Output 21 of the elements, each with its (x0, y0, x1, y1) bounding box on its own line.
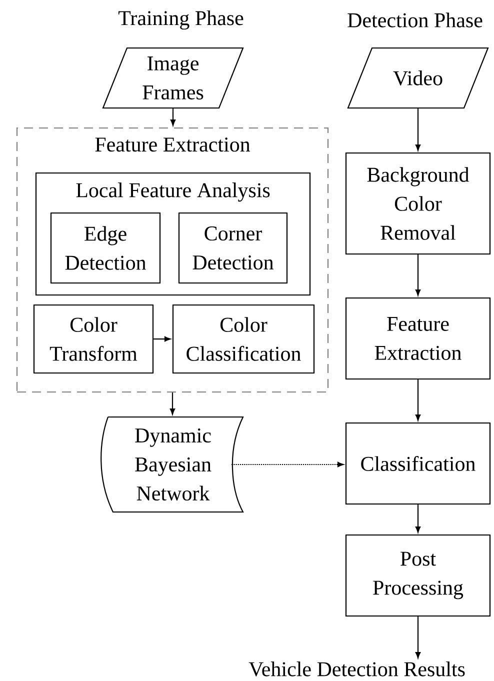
arrow (415, 380, 421, 421)
process-box: Background Color Removal (345, 152, 491, 255)
process-box: Color Classification (172, 304, 315, 374)
arrow (415, 504, 421, 533)
output-text: Vehicle Detection Results (248, 662, 465, 676)
arrow (415, 254, 421, 296)
arrow (170, 392, 176, 415)
process-box: Color Transform (33, 304, 154, 374)
input-parallelogram: Video (347, 47, 489, 109)
arrow (232, 462, 344, 468)
input-parallelogram: Image Frames (102, 47, 244, 109)
arrow (415, 108, 421, 151)
process-box: Feature Extraction (345, 297, 491, 380)
process-box: Corner Detection (178, 212, 288, 284)
arrow (170, 108, 176, 126)
arrow (154, 336, 171, 342)
process-box: Edge Detection (50, 212, 161, 284)
process-box: Classification (345, 422, 491, 505)
process-box: Post Processing (345, 534, 491, 617)
phase-heading: Detection Phase (348, 12, 482, 28)
arrow (415, 616, 421, 658)
